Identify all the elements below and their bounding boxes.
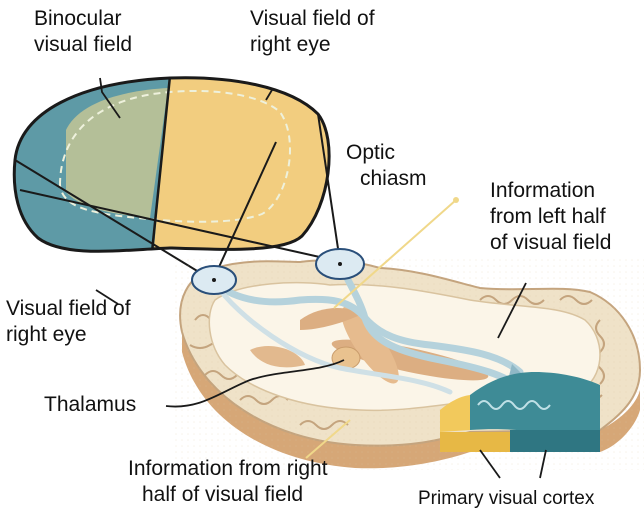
- brain-section: [175, 249, 644, 470]
- label-line: Optic: [346, 140, 427, 166]
- label-line: from left half: [490, 204, 611, 230]
- visual-cortex-teal-edge: [510, 430, 600, 452]
- label-line: Information: [490, 178, 611, 204]
- label-line: Binocular: [34, 6, 132, 32]
- projection-dot: [212, 278, 216, 282]
- label-line: Primary visual cortex: [418, 488, 594, 510]
- label-line: Thalamus: [44, 392, 136, 418]
- label-optic-chiasm: Optic chiasm: [346, 140, 427, 192]
- visual-cortex-yellow-edge: [440, 432, 510, 452]
- label-primary-visual-cortex: Primary visual cortex: [418, 488, 594, 510]
- label-line: half of visual field: [128, 482, 328, 508]
- visual-field-graphic: [0, 70, 342, 280]
- label-line: Visual field of: [250, 6, 375, 32]
- label-line: Information from right: [128, 456, 328, 482]
- label-line: visual field: [34, 32, 132, 58]
- label-thalamus: Thalamus: [44, 392, 136, 418]
- label-line: of visual field: [490, 230, 611, 256]
- label-visual-field-right-eye-top: Visual field of right eye: [250, 6, 375, 58]
- label-line: Visual field of: [6, 296, 131, 322]
- label-binocular-visual-field: Binocular visual field: [34, 6, 132, 58]
- label-line: right eye: [250, 32, 375, 58]
- projection-dot: [338, 262, 342, 266]
- label-line: chiasm: [346, 166, 427, 192]
- label-line: right eye: [6, 322, 131, 348]
- label-info-left-half: Information from left half of visual fie…: [490, 178, 611, 256]
- label-info-right-half: Information from right half of visual fi…: [128, 456, 328, 508]
- label-visual-field-right-eye-left: Visual field of right eye: [6, 296, 131, 348]
